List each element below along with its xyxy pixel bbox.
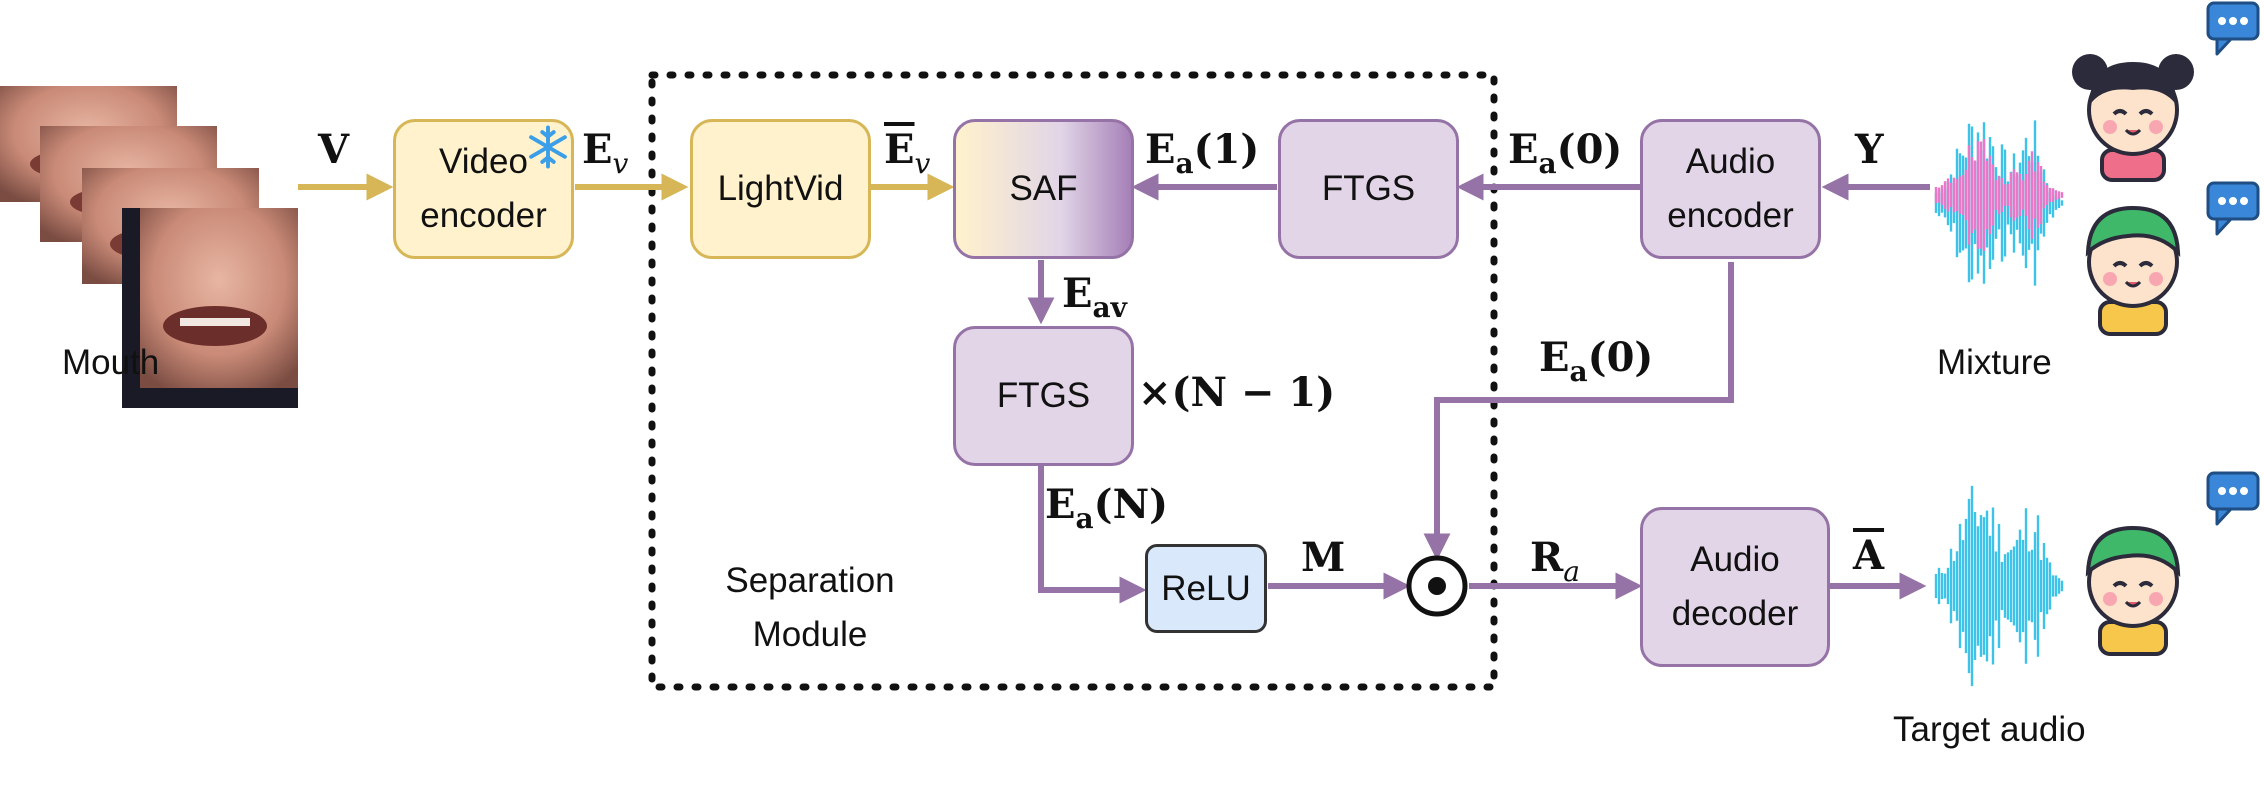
label-y: Y — [1855, 126, 1884, 173]
audio-decoder-box: Audio decoder — [1640, 507, 1830, 667]
audio-decoder-label: Audio decoder — [1671, 540, 1799, 633]
arrow-ea0-skip — [1423, 262, 1734, 561]
lightvid-label: LightVid — [717, 169, 844, 208]
snowflake-icon — [529, 125, 567, 169]
label-ea0-skip: Ea(0) — [1539, 334, 1654, 388]
speech-bubble-icon — [2206, 471, 2260, 526]
arrow-ean — [1038, 466, 1147, 604]
ftgs-repeat-label: FTGS — [996, 376, 1091, 415]
audio-encoder-box: Audio encoder — [1640, 119, 1821, 259]
label-eav: Eav — [1062, 270, 1127, 324]
label-repeat: ×(N − 1) — [1138, 369, 1336, 416]
lightvid-box: LightVid — [690, 119, 871, 259]
speech-bubble-icon — [2206, 181, 2260, 236]
caption-mouth: Mouth — [62, 343, 160, 382]
video-encoder-label: Video encoder — [420, 142, 547, 235]
caption-mixture: Mixture — [1937, 343, 2052, 382]
label-ea0-top: Ea(0) — [1508, 126, 1623, 180]
label-ev: Ev — [582, 126, 629, 180]
ftgs-top-label: FTGS — [1321, 169, 1416, 208]
label-ean: Ea(N) — [1045, 481, 1169, 535]
label-a-bar: A — [1853, 532, 1885, 579]
boy-avatar-icon — [2085, 205, 2181, 336]
speech-bubble-icon — [2206, 1, 2260, 56]
target-waveform-icon — [1934, 485, 2064, 687]
caption-target-audio: Target audio — [1893, 710, 2086, 749]
saf-box: SAF — [953, 119, 1134, 259]
multiply-dot-icon — [1406, 555, 1468, 617]
label-v: V — [318, 126, 350, 173]
saf-label: SAF — [1009, 169, 1078, 208]
label-m: M — [1301, 534, 1346, 581]
mouth-frame-4 — [122, 208, 298, 408]
audio-encoder-label: Audio encoder — [1667, 142, 1794, 235]
separation-module-boundary — [648, 71, 1498, 691]
target-boy-avatar-icon — [2085, 525, 2181, 656]
ftgs-repeat-box: FTGS — [953, 326, 1134, 466]
label-ev-bar: Ev — [884, 126, 931, 180]
caption-separation-module: Separation Module — [725, 561, 895, 654]
label-ra: Ra — [1530, 534, 1580, 588]
ftgs-top-box: FTGS — [1278, 119, 1459, 259]
mouth-frames-image — [0, 86, 298, 408]
label-ea1: Ea(1) — [1145, 126, 1260, 180]
girl-avatar-icon — [2072, 54, 2194, 182]
relu-label: ReLU — [1161, 568, 1251, 608]
relu-box: ReLU — [1145, 544, 1267, 633]
waveform-icon — [1934, 120, 2064, 286]
